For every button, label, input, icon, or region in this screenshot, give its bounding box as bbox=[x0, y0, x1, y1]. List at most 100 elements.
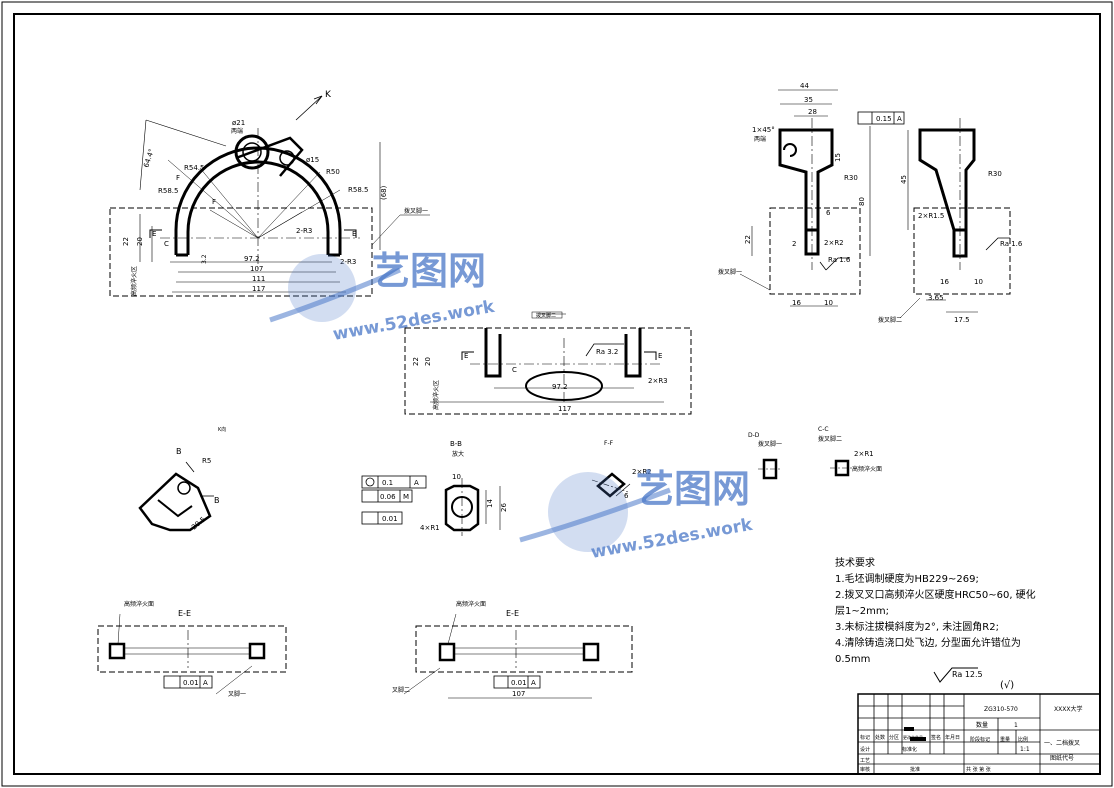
main-view bbox=[109, 95, 430, 297]
tb-row-count: 处数 bbox=[875, 734, 885, 741]
ee2-quench-face: 高频淬火面 bbox=[456, 600, 486, 608]
bb-r1: 4×R1 bbox=[420, 524, 440, 532]
ee1-title: E-E bbox=[178, 609, 191, 618]
side-d15: 15 bbox=[834, 153, 842, 162]
dim-r3b: 2-R3 bbox=[340, 258, 356, 266]
bb-title: B-B bbox=[450, 440, 462, 448]
center-d20: 20 bbox=[424, 357, 432, 366]
dim-117: 117 bbox=[252, 285, 265, 293]
side-r30: R30 bbox=[844, 174, 858, 182]
bb-m: M bbox=[403, 493, 409, 501]
tb-row-mark: 标记 bbox=[860, 734, 870, 741]
dim-22: 22 bbox=[122, 237, 130, 246]
side2-d175: 17.5 bbox=[954, 316, 970, 324]
section-bb bbox=[361, 475, 501, 536]
center-w972: 97.2 bbox=[552, 383, 568, 391]
side-tol015: 0.15 bbox=[876, 115, 892, 123]
cc-title: C-C bbox=[818, 426, 829, 433]
dd-label: 拨叉脚一 bbox=[758, 440, 782, 448]
tech-item-3: 层1~2mm; bbox=[835, 606, 889, 617]
section-dd bbox=[758, 458, 782, 480]
center-quench-zone: 高频淬火区 bbox=[432, 380, 440, 410]
viewk-r5: R5 bbox=[202, 457, 211, 465]
dd-title: D-D bbox=[748, 432, 760, 439]
bb-tol006: 0.06 bbox=[380, 493, 396, 501]
viewk-b2: B bbox=[214, 496, 220, 505]
watermark-brand-1: 艺图网 bbox=[372, 249, 486, 293]
ee1-tol001: 0.01 bbox=[183, 679, 199, 687]
tb-row-date: 年月日 bbox=[945, 734, 960, 741]
side2-d365: 3.65 bbox=[928, 294, 944, 302]
roughness-value: Ra 12.5 bbox=[952, 670, 983, 679]
ee2-a: A bbox=[531, 679, 536, 687]
dim-h68: (68) bbox=[380, 185, 388, 200]
side2-d10: 10 bbox=[974, 278, 983, 286]
side2-d16: 16 bbox=[940, 278, 949, 286]
dim-through: 两端 bbox=[231, 127, 243, 135]
side2-fork-face-2: 拨叉脚二 bbox=[878, 316, 902, 324]
tb-designer: 设计 bbox=[860, 746, 870, 753]
center-e1: E bbox=[464, 352, 468, 360]
side2-d45: 45 bbox=[900, 175, 908, 184]
ee2-tol001: 0.01 bbox=[511, 679, 527, 687]
side-both: 两端 bbox=[754, 135, 766, 143]
side-view-2 bbox=[899, 118, 1011, 319]
section-ee-1 bbox=[97, 613, 287, 695]
side-d2: 2 bbox=[792, 240, 796, 248]
side-d35: 35 bbox=[804, 96, 813, 104]
dim-r585a: R58.5 bbox=[158, 187, 178, 195]
label-quench-zone: 高频淬火区 bbox=[130, 266, 138, 296]
dim-111: 111 bbox=[252, 275, 265, 283]
dim-r545: R54.5 bbox=[184, 164, 204, 172]
label-e1: E bbox=[152, 230, 156, 238]
dim-d21: ø21 bbox=[232, 119, 245, 127]
side-r2: 2×R2 bbox=[824, 239, 844, 247]
tech-item-5: 4.清除铸造浇口处飞边, 分型面允许错位为 bbox=[835, 638, 1021, 649]
tb-sheets: 共 张 第 张 bbox=[966, 766, 991, 773]
dim-r3a: 2-R3 bbox=[296, 227, 312, 235]
cc-label: 拨叉脚二 bbox=[818, 435, 842, 443]
dim-107: 107 bbox=[250, 265, 263, 273]
side-d44: 44 bbox=[800, 82, 809, 90]
dim-angle: 64.4° bbox=[142, 148, 156, 169]
tech-requirements: 技术要求 1.毛坯调制硬度为HB229~269; 2.拨叉叉口高频淬火区硬度HR… bbox=[835, 556, 1055, 668]
tb-scale-label: 比例 bbox=[1018, 736, 1028, 743]
tb-part-name: 一、二档拨叉 bbox=[1044, 739, 1080, 747]
dim-r50: R50 bbox=[326, 168, 340, 176]
ee1-fork-face-1: 叉脚一 bbox=[228, 690, 246, 698]
side2-r30: R30 bbox=[988, 170, 1002, 178]
dim-d15: ø15 bbox=[306, 156, 319, 164]
dim-r585b: R58.5 bbox=[348, 186, 368, 194]
tb-row-sign: 签名 bbox=[931, 734, 941, 741]
label-c1: C bbox=[164, 240, 169, 248]
bb-tol001: 0.01 bbox=[382, 515, 398, 523]
tb-stage-label: 阶段标记 bbox=[970, 736, 990, 743]
tb-qty: 1 bbox=[1014, 722, 1018, 729]
tb-weight-label: 重量 bbox=[1000, 736, 1010, 743]
label-f2: F bbox=[212, 198, 216, 206]
ff-r2: 2×R2 bbox=[632, 468, 652, 476]
dim-32: 3.2 bbox=[201, 254, 208, 264]
center-e2: E bbox=[658, 352, 662, 360]
side-d10: 10 bbox=[824, 299, 833, 307]
bb-sub: 放大 bbox=[452, 450, 464, 458]
cc-quench-face: 高频淬火面 bbox=[852, 465, 882, 473]
side-ra16: Ra 1.6 bbox=[828, 256, 851, 264]
tech-item-4: 3.未标注拔模斜度为2°, 未注圆角R2; bbox=[835, 622, 999, 633]
bb-d14: 14 bbox=[486, 499, 494, 508]
label-e2: E bbox=[352, 230, 356, 238]
center-c: C bbox=[512, 366, 517, 374]
view-k bbox=[138, 461, 214, 532]
ee2-fork-face-2: 叉脚二 bbox=[392, 686, 410, 694]
side-d80: 80 bbox=[858, 197, 866, 206]
ee1-quench-face: 高频淬火面 bbox=[124, 600, 154, 608]
side-d16: 16 bbox=[792, 299, 801, 307]
roughness-mark: (√) bbox=[1000, 680, 1014, 691]
center-view bbox=[404, 311, 692, 415]
center-label: 拨叉脚二 bbox=[536, 312, 556, 319]
title-block bbox=[857, 693, 1101, 775]
tb-review: 审核 bbox=[860, 766, 870, 773]
viewk-b1: B bbox=[176, 447, 182, 456]
tb-approve: 批准 bbox=[910, 766, 920, 773]
tb-school: XXXX大学 bbox=[1054, 705, 1082, 713]
